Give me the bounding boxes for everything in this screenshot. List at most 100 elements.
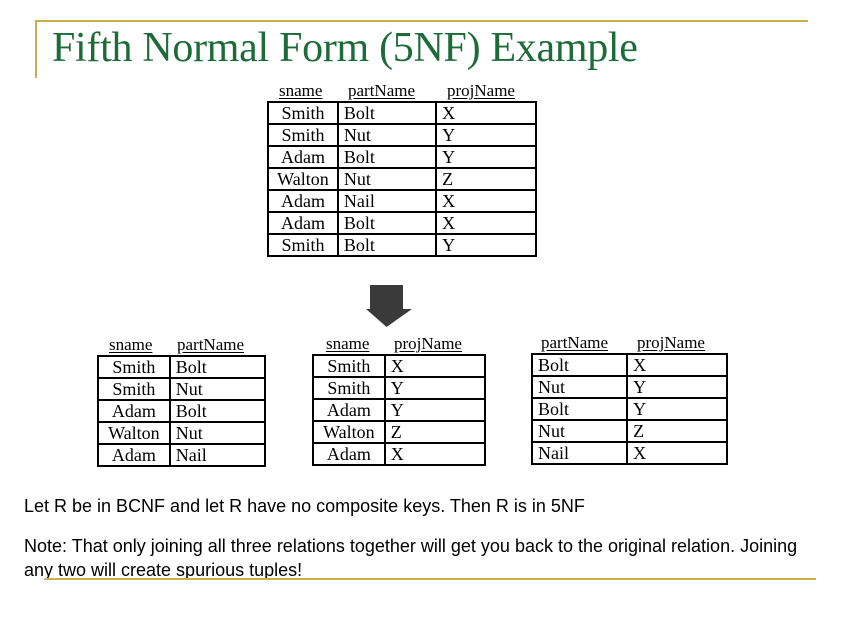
title-top-rule — [35, 20, 808, 22]
table-row: Adam Bolt X — [267, 211, 537, 235]
original-relation-table: Smith Bolt X Smith Nut Y Adam Bolt Y Wal… — [267, 101, 537, 257]
table-row: Adam Nail X — [267, 189, 537, 213]
title-left-rule — [35, 20, 37, 78]
table-row: Smith Bolt X — [267, 101, 537, 125]
cell-partName: Bolt — [336, 211, 438, 235]
cell-projName: Z — [435, 167, 537, 191]
note-text: Note: That only joining all three relati… — [24, 536, 798, 580]
cell-projName: X — [626, 441, 728, 465]
cell-partName: Bolt — [530, 353, 629, 377]
relation-sname-projName: sname projName Smith X Smith Y Adam Y Wa… — [312, 334, 487, 476]
cell-sname: Adam — [97, 443, 171, 467]
table-row: Smith X — [312, 354, 487, 378]
table-row: Walton Z — [312, 420, 487, 444]
cell-partName: Nail — [336, 189, 438, 213]
cell-partName: Bolt — [168, 355, 267, 379]
down-arrow-icon — [366, 285, 412, 327]
cell-projName: X — [435, 211, 537, 235]
column-header-projName: projName — [447, 81, 515, 100]
cell-projName: X — [383, 442, 487, 466]
relation-sname-partName: sname partName Smith Bolt Smith Nut Adam… — [97, 335, 267, 477]
table-row: Adam Bolt — [97, 399, 267, 423]
bottom-rule — [45, 578, 816, 580]
table-row: Smith Y — [312, 376, 487, 400]
cell-partName: Bolt — [336, 145, 438, 169]
table-row: Bolt Y — [530, 397, 728, 421]
page-title: Fifth Normal Form (5NF) Example — [52, 25, 638, 71]
table-row: Smith Nut Y — [267, 123, 537, 147]
cell-projName: Y — [383, 398, 487, 422]
cell-sname: Smith — [312, 354, 386, 378]
cell-partName: Bolt — [530, 397, 629, 421]
table-row: Adam Y — [312, 398, 487, 422]
table-row: Adam Nail — [97, 443, 267, 467]
cell-partName: Nut — [336, 167, 438, 191]
column-header-projName: projName — [637, 333, 705, 352]
cell-projName: X — [626, 353, 728, 377]
cell-sname: Adam — [267, 145, 339, 169]
cell-sname: Smith — [312, 376, 386, 400]
table-row: Nail X — [530, 441, 728, 465]
cell-projName: X — [435, 189, 537, 213]
table-row: Smith Nut — [97, 377, 267, 401]
original-relation-headers: sname partName projName — [267, 81, 537, 101]
cell-partName: Nail — [530, 441, 629, 465]
relation-headers: sname partName — [97, 335, 266, 355]
cell-partName: Nut — [336, 123, 438, 147]
relation-partName-projName: partName projName Bolt X Nut Y Bolt Y Nu… — [530, 333, 728, 475]
rule-statement: Let R be in BCNF and let R have no compo… — [24, 496, 585, 516]
cell-partName: Nut — [168, 421, 267, 445]
cell-sname: Walton — [267, 167, 339, 191]
cell-projName: Z — [626, 419, 728, 443]
cell-sname: Adam — [267, 211, 339, 235]
cell-sname: Adam — [312, 398, 386, 422]
cell-partName: Nut — [530, 375, 629, 399]
cell-partName: Nut — [530, 419, 629, 443]
column-header-partName: partName — [348, 81, 416, 100]
relation-headers: sname projName — [312, 334, 486, 354]
cell-sname: Walton — [312, 420, 386, 444]
cell-partName: Nail — [168, 443, 267, 467]
table-row: Smith Bolt — [97, 355, 267, 379]
cell-sname: Smith — [97, 355, 171, 379]
cell-partName: Nut — [168, 377, 267, 401]
cell-sname: Smith — [267, 233, 339, 257]
cell-projName: Y — [626, 375, 728, 399]
column-header-partName: partName — [541, 333, 609, 352]
cell-projName: Y — [435, 123, 537, 147]
cell-sname: Adam — [267, 189, 339, 213]
table-row: Adam X — [312, 442, 487, 466]
table-row: Nut Z — [530, 419, 728, 443]
cell-sname: Smith — [267, 101, 339, 125]
cell-projName: Y — [383, 376, 487, 400]
relation-table: Bolt X Nut Y Bolt Y Nut Z Nail X — [530, 353, 728, 465]
relation-table: Smith Bolt Smith Nut Adam Bolt Walton Nu… — [97, 355, 267, 467]
column-header-partName: partName — [177, 335, 245, 354]
column-header-projName: projName — [394, 334, 462, 353]
column-header-sname: sname — [326, 334, 370, 353]
table-row: Walton Nut Z — [267, 167, 537, 191]
table-row: Bolt X — [530, 353, 728, 377]
relation-headers: partName projName — [531, 333, 728, 353]
cell-sname: Adam — [97, 399, 171, 423]
cell-partName: Bolt — [336, 101, 438, 125]
original-relation: sname partName projName Smith Bolt X Smi… — [267, 81, 537, 271]
cell-projName: Y — [435, 145, 537, 169]
cell-projName: X — [383, 354, 487, 378]
relation-table: Smith X Smith Y Adam Y Walton Z Adam X — [312, 354, 487, 466]
table-row: Adam Bolt Y — [267, 145, 537, 169]
cell-sname: Smith — [267, 123, 339, 147]
cell-projName: Y — [435, 233, 537, 257]
cell-sname: Smith — [97, 377, 171, 401]
table-row: Walton Nut — [97, 421, 267, 445]
column-header-sname: sname — [109, 335, 153, 354]
cell-partName: Bolt — [336, 233, 438, 257]
cell-sname: Walton — [97, 421, 171, 445]
cell-partName: Bolt — [168, 399, 267, 423]
column-header-sname: sname — [279, 81, 323, 100]
cell-projName: Z — [383, 420, 487, 444]
table-row: Nut Y — [530, 375, 728, 399]
cell-sname: Adam — [312, 442, 386, 466]
cell-projName: X — [435, 101, 537, 125]
cell-projName: Y — [626, 397, 728, 421]
